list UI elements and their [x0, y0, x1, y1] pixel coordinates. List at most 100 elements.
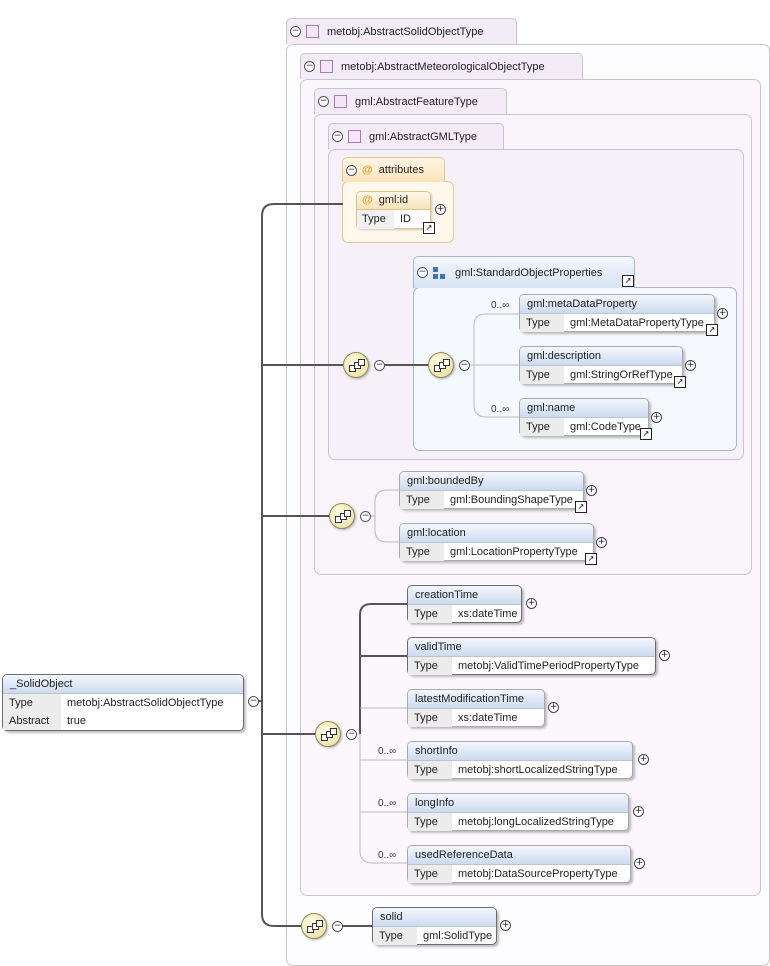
collapse-icon[interactable]: −	[417, 267, 428, 278]
collapse-icon[interactable]: −	[346, 164, 357, 176]
expand-icon[interactable]: +	[500, 920, 511, 931]
expand-icon[interactable]: +	[596, 537, 607, 548]
attribute-name: gml:id	[378, 194, 409, 206]
type-icon	[306, 25, 319, 38]
type-label: metobj:AbstractMeteorologicalObjectType	[341, 60, 545, 73]
link-arrow-icon[interactable]: ↗	[423, 222, 435, 234]
occurrence-label: 0..∞	[491, 404, 510, 415]
type-icon	[320, 60, 333, 73]
element-used-reference-data[interactable]: usedReferenceData Type metobj:DataSourceP…	[407, 845, 631, 883]
link-arrow-icon[interactable]: ↗	[706, 324, 718, 336]
sequence-icon[interactable]	[329, 503, 355, 529]
occurrence-label: 0..∞	[491, 300, 510, 311]
link-arrow-icon[interactable]: ↗	[640, 428, 652, 440]
collapse-icon[interactable]: −	[304, 61, 315, 72]
collapse-icon[interactable]: −	[332, 131, 343, 142]
collapse-icon[interactable]: −	[318, 96, 329, 107]
element-name: shortInfo	[408, 742, 632, 761]
occurrence-label: 0..∞	[378, 746, 397, 757]
element-valid-time[interactable]: validTime Type metobj:ValidTimePeriodProp…	[407, 637, 656, 675]
expand-icon[interactable]: +	[526, 598, 537, 609]
type-tab-meteorological-object[interactable]: − metobj:AbstractMeteorologicalObjectTyp…	[300, 53, 583, 79]
collapse-icon[interactable]: −	[290, 26, 301, 37]
property-key: Type	[408, 657, 452, 675]
type-tab-solid-object[interactable]: − metobj:AbstractSolidObjectType	[286, 18, 517, 44]
property-value: metobj:longLocalizedStringType	[458, 816, 614, 828]
element-name: creationTime	[408, 586, 521, 605]
element-long-info[interactable]: longInfo Type metobj:longLocalizedStringT…	[407, 793, 629, 831]
link-arrow-icon[interactable]: ↗	[575, 501, 587, 513]
expand-icon[interactable]: +	[634, 858, 645, 869]
property-value: gml:BoundingShapeType	[450, 494, 573, 506]
property-key: Type	[373, 927, 417, 945]
type-label: gml:AbstractFeatureType	[355, 95, 478, 108]
collapse-icon[interactable]: −	[360, 511, 371, 522]
element-name: longInfo	[408, 794, 628, 813]
collapse-icon[interactable]: −	[248, 696, 259, 707]
type-label: metobj:AbstractSolidObjectType	[327, 25, 484, 38]
sequence-icon[interactable]	[315, 721, 341, 747]
element-name: validTime	[408, 638, 655, 657]
attributes-label: attributes	[378, 164, 424, 176]
property-key: Type	[3, 694, 61, 712]
expand-icon[interactable]: +	[638, 754, 649, 765]
property-key: Type	[408, 709, 452, 727]
property-value: gml:LocationPropertyType	[450, 546, 578, 558]
element-name: latestModificationTime	[408, 690, 544, 709]
property-value: metobj:ValidTimePeriodPropertyType	[458, 660, 639, 672]
property-value: gml:SolidType	[423, 930, 493, 942]
type-tab-gml[interactable]: − gml:AbstractGMLType	[328, 123, 504, 149]
element-name: gml:boundedBy	[400, 472, 583, 491]
collapse-icon[interactable]: −	[332, 921, 343, 932]
element-name: gml:name	[520, 399, 648, 418]
type-tab-feature[interactable]: − gml:AbstractFeatureType	[314, 88, 507, 114]
element-name: usedReferenceData	[408, 846, 630, 865]
property-key: Type	[408, 813, 452, 831]
attributes-tab[interactable]: − @ attributes	[342, 157, 445, 182]
sequence-icon[interactable]	[428, 352, 454, 378]
property-key: Type	[400, 491, 444, 509]
property-key: Type	[408, 761, 452, 779]
element-name: solid	[373, 908, 496, 927]
property-value: metobj:AbstractSolidObjectType	[67, 697, 224, 709]
expand-icon[interactable]: +	[717, 308, 728, 319]
element-solid[interactable]: solid Type gml:SolidType	[372, 907, 497, 945]
link-arrow-icon[interactable]: ↗	[674, 376, 686, 388]
expand-icon[interactable]: +	[435, 204, 446, 215]
property-key: Type	[408, 865, 452, 883]
expand-icon[interactable]: +	[685, 360, 696, 371]
element-name: gml:description	[520, 347, 682, 366]
expand-icon[interactable]: +	[651, 412, 662, 423]
expand-icon[interactable]: +	[659, 650, 670, 661]
expand-icon[interactable]: +	[633, 806, 644, 817]
link-arrow-icon[interactable]: ↗	[622, 275, 634, 287]
collapse-icon[interactable]: −	[374, 360, 385, 371]
property-key: Type	[400, 543, 444, 561]
link-arrow-icon[interactable]: ↗	[585, 553, 597, 565]
type-icon	[334, 95, 347, 108]
attribute-type-value: ID	[400, 213, 411, 225]
group-tab[interactable]: − gml:StandardObjectProperties ↗	[413, 256, 635, 288]
collapse-icon[interactable]: −	[459, 360, 470, 371]
property-value: gml:CodeType	[570, 421, 641, 433]
attribute-gml-id[interactable]: @gml:id Type ID ↗	[356, 191, 435, 234]
property-value: xs:dateTime	[458, 608, 518, 620]
property-key: Type	[520, 314, 564, 332]
sequence-icon[interactable]	[343, 352, 369, 378]
sequence-icon[interactable]	[301, 913, 327, 939]
element-name: gml:metaDataProperty	[520, 295, 714, 314]
property-value: metobj:DataSourcePropertyType	[458, 868, 618, 880]
expand-icon[interactable]: +	[548, 702, 559, 713]
collapse-icon[interactable]: −	[346, 729, 357, 740]
expand-icon[interactable]: +	[586, 485, 597, 496]
